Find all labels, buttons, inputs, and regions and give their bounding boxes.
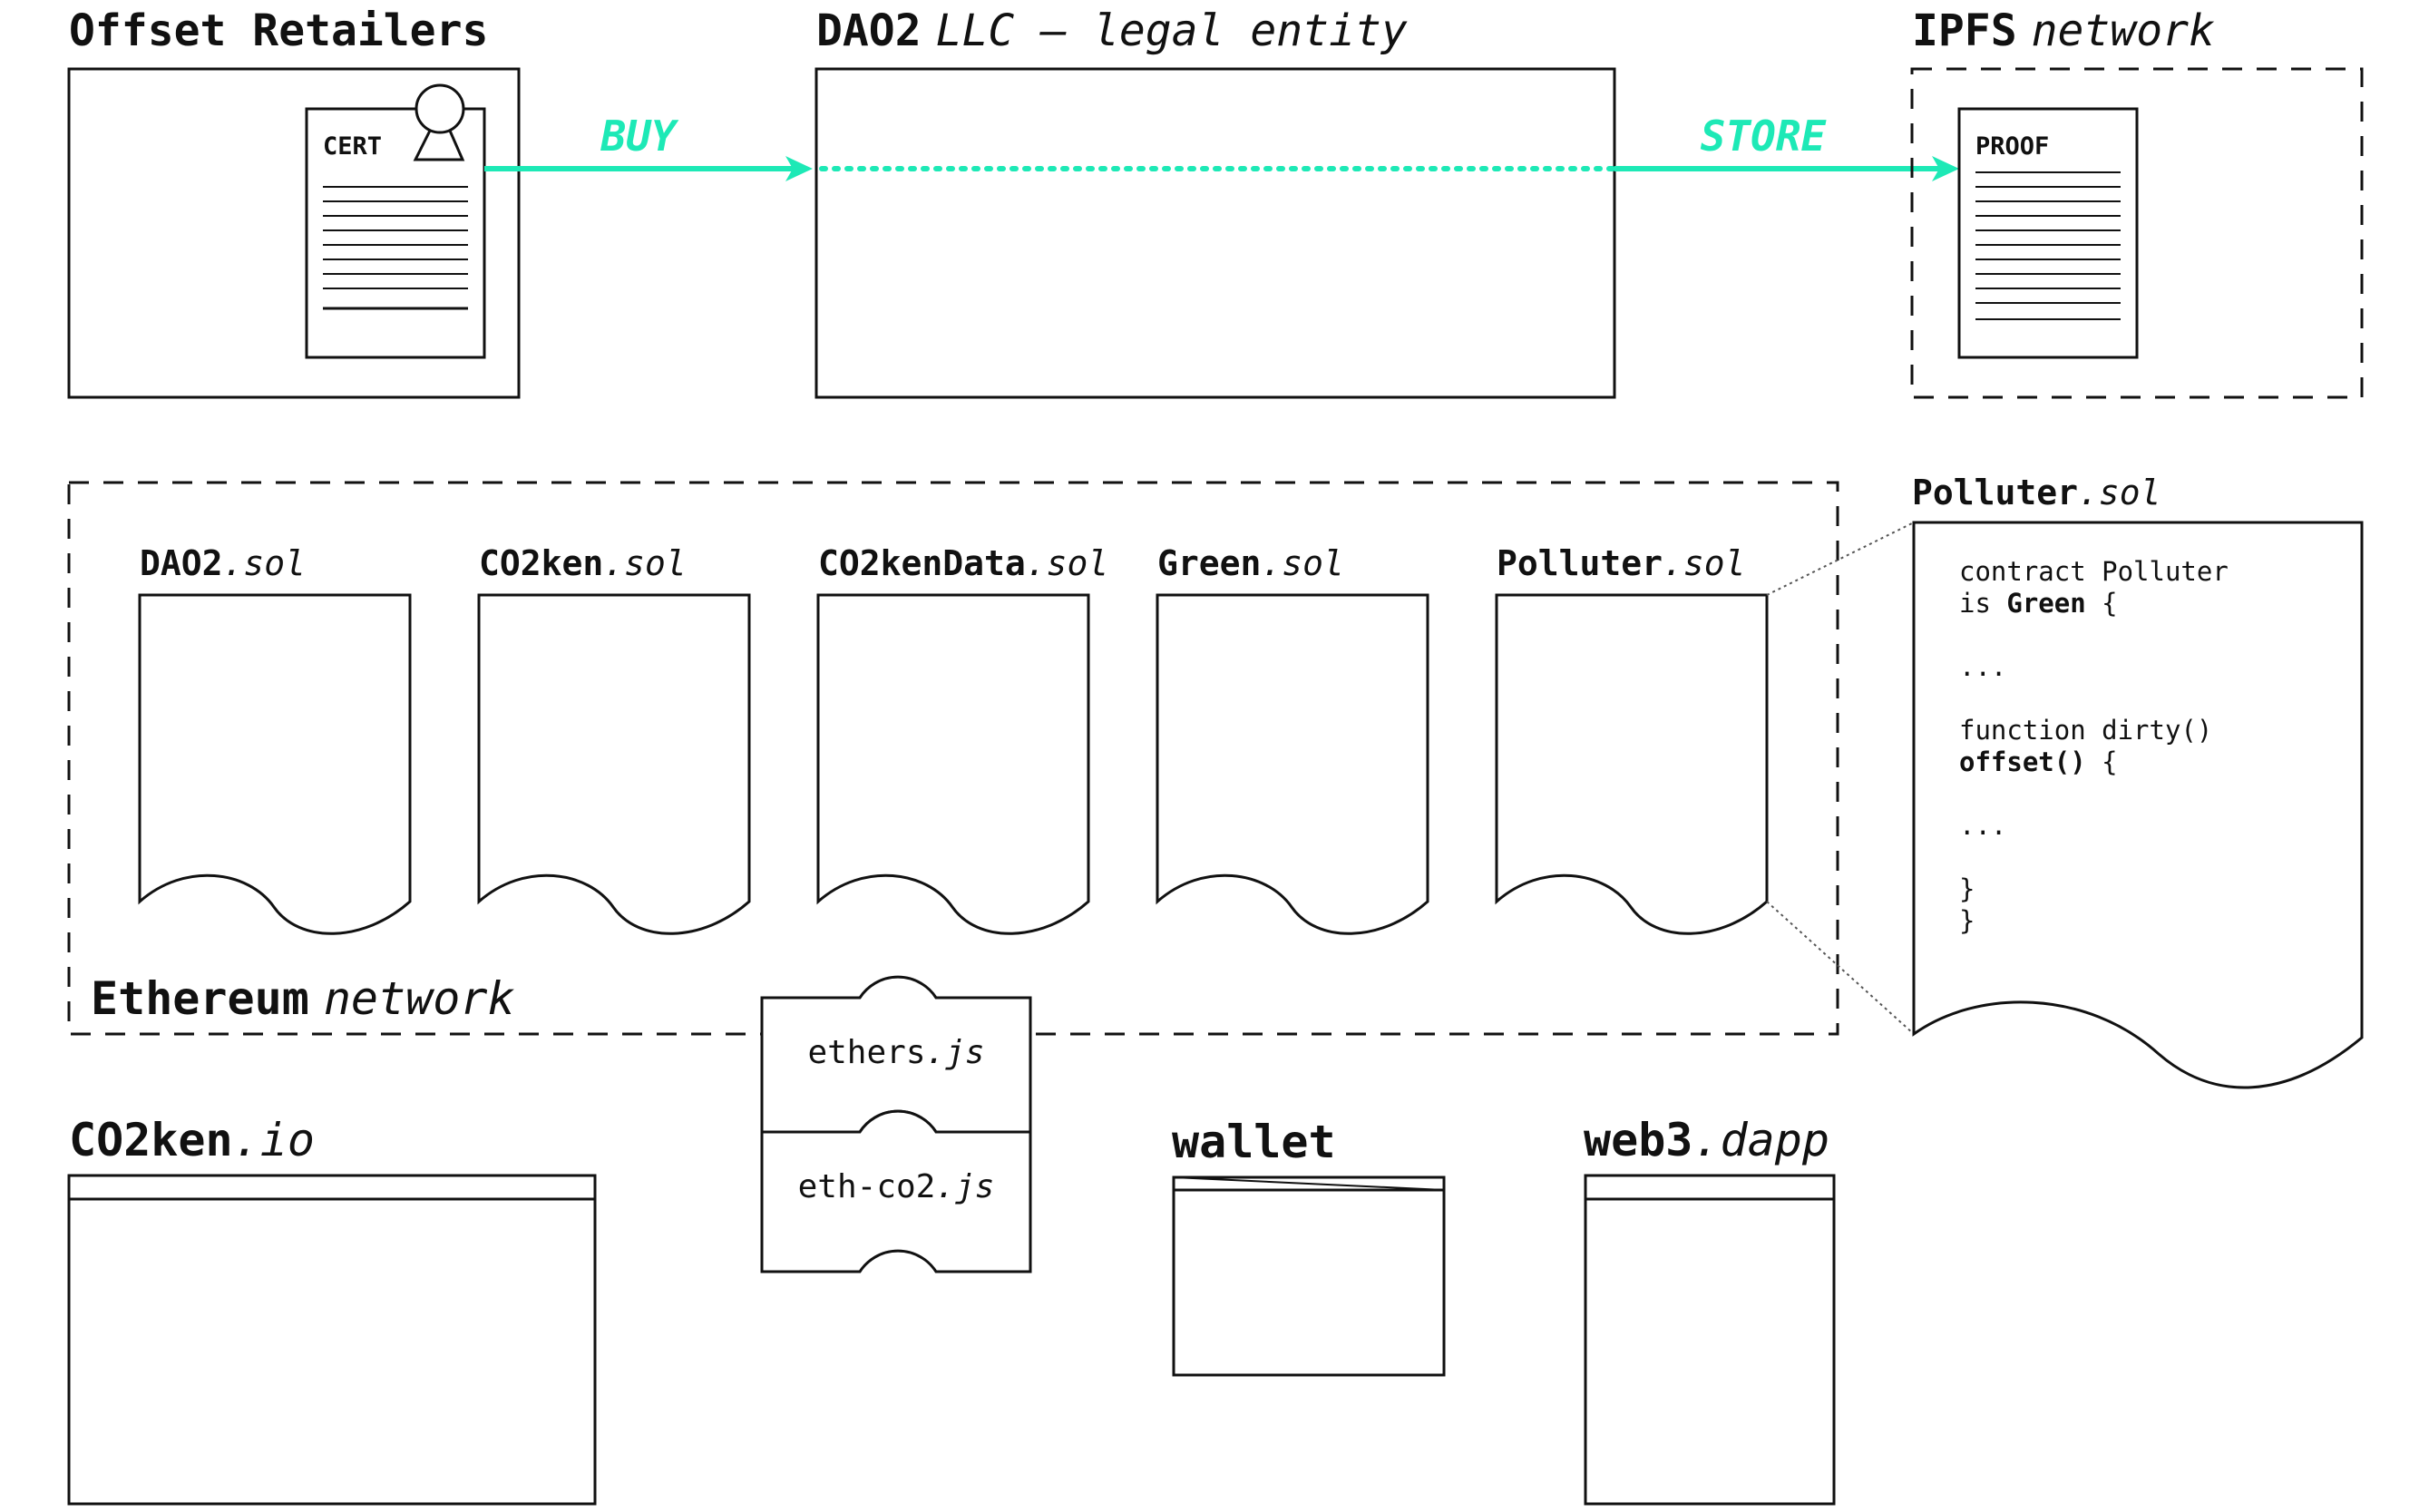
polluter-detail-title: Polluter.sol	[1912, 473, 2161, 512]
buy-label: BUY	[600, 112, 678, 161]
contract-label: Polluter.sol	[1497, 543, 1746, 583]
library-label: ethers.js	[807, 1034, 984, 1071]
library-label: eth-co2.js	[798, 1168, 995, 1205]
code-line: ...	[1959, 651, 2006, 682]
code-line: is Green {	[1959, 588, 2118, 619]
offset-retailers-box	[67, 67, 521, 399]
web3-dapp-browser-window	[1584, 1174, 1836, 1506]
code-line: }	[1959, 905, 1975, 936]
store-arrow: STORE	[1614, 112, 1959, 181]
contract-document-shape	[477, 593, 751, 935]
proof-text-lines	[1975, 171, 2121, 320]
puzzle-piece-shape	[760, 1109, 1032, 1273]
co2ken-io-group: CO2ken.io	[67, 1114, 597, 1506]
contract-file-co2ken: CO2ken.sol	[477, 543, 751, 935]
contract-document-shape	[1495, 593, 1769, 935]
store-label: STORE	[1701, 112, 1828, 161]
cert-text-lines	[323, 186, 468, 310]
buy-arrow: BUY	[484, 112, 813, 181]
contract-document-shape	[1156, 593, 1429, 935]
wallet-title: wallet	[1172, 1116, 1336, 1168]
cert-label: CERT	[323, 132, 382, 161]
proof-document: PROOF	[1957, 107, 2139, 359]
library-eth-co2-js: eth-co2.js	[760, 1109, 1032, 1273]
certificate-document: CERT	[305, 83, 486, 359]
contract-label: CO2kenData.sol	[818, 543, 1108, 583]
dao2-llc-box	[814, 67, 1616, 399]
proof-label: PROOF	[1975, 132, 2049, 161]
offset-retailers-group: Offset Retailers CERT	[67, 5, 521, 399]
contract-file-green: Green.sol	[1156, 543, 1429, 935]
code-line: function dirty()	[1959, 715, 2212, 746]
zoom-connector-lines	[1766, 522, 1915, 1035]
web3-dapp-group: web3.dapp	[1584, 1114, 1836, 1506]
code-line: contract Polluter	[1959, 556, 2229, 587]
contract-file-co2kendata: CO2kenData.sol	[816, 543, 1108, 935]
wallet-group: wallet	[1172, 1116, 1446, 1377]
contract-label: Green.sol	[1157, 543, 1344, 583]
co2ken-io-title: CO2ken.io	[69, 1114, 315, 1166]
library-ethers-js: ethers.js	[760, 975, 1032, 1134]
ethereum-network-box	[67, 481, 1839, 1036]
library-stack: ethers.js eth-co2.js	[760, 975, 1032, 1273]
code-line: offset() {	[1959, 746, 2118, 777]
code-line: ...	[1959, 810, 2006, 841]
contract-file-dao2: DAO2.sol	[138, 543, 412, 935]
contract-document-shape	[816, 593, 1090, 935]
web3-dapp-title: web3.dapp	[1584, 1114, 1829, 1166]
ipfs-network-box	[1910, 67, 2364, 399]
wallet-icon	[1172, 1175, 1446, 1377]
contract-label: DAO2.sol	[140, 543, 306, 583]
polluter-code-document	[1912, 521, 2364, 1089]
code-line: }	[1959, 873, 1975, 904]
co2ken-io-browser-window	[67, 1174, 597, 1506]
polluter-code-detail: Polluter.sol contract Polluter is Green …	[1912, 473, 2364, 1089]
contract-document-shape	[138, 593, 412, 935]
award-seal-icon	[413, 83, 465, 161]
contract-label: CO2ken.sol	[479, 543, 687, 583]
code-block: contract Polluter is Green { ... functio…	[1959, 556, 2229, 936]
contract-file-polluter: Polluter.sol	[1495, 543, 1769, 935]
offset-retailers-title: Offset Retailers	[69, 5, 488, 56]
